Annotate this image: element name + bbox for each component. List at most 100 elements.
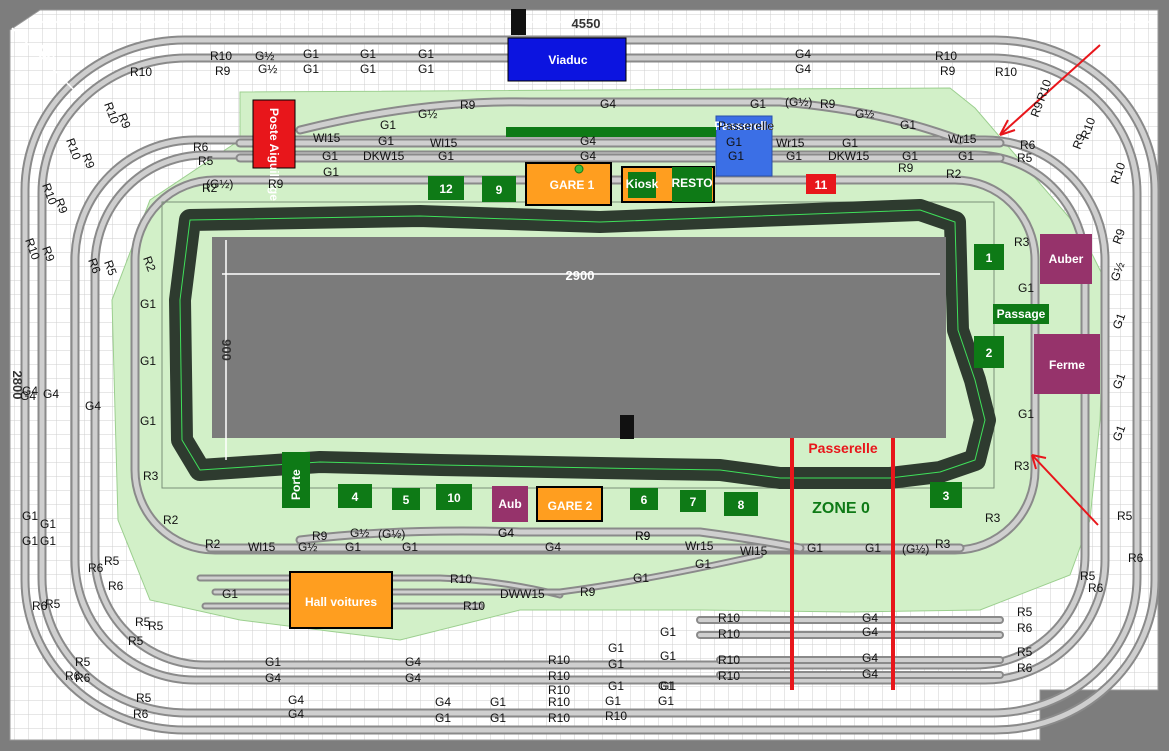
track-label-bottom4-4: G1 (660, 649, 676, 663)
gare-2-building (536, 486, 603, 522)
track-label-bottom5-9: R10 (548, 711, 570, 725)
track-label-right-5: R9 (1110, 227, 1129, 247)
track-label-left_g-6: G4 (20, 389, 36, 403)
track-label-right-6: G½ (1108, 260, 1128, 283)
track-label-bottom-7: Wr15 (685, 539, 714, 553)
spot-5-label: 5 (403, 493, 410, 507)
track-label-bottom5-12: R10 (605, 709, 627, 723)
viaduc-building (507, 37, 627, 82)
track-label-bottom-9: G1 (807, 541, 823, 555)
track-label-bottom5-10: G1 (658, 679, 674, 693)
track-label-right-16: R6 (1128, 551, 1144, 565)
track-label-mid-3: Wl15 (430, 136, 458, 150)
track-label-mid2-5: G1 (728, 149, 744, 163)
track-label-left-17: R2 (163, 513, 179, 527)
poste-aiguillage-building (252, 99, 296, 169)
track-label-left_g-2: R5 (104, 554, 120, 568)
spot-2-label: 2 (986, 346, 993, 360)
track-label-bottom5-2: G4 (288, 707, 304, 721)
track-label-bottom4-6: G1 (608, 679, 624, 693)
track-label-bottom3-10: R10 (718, 627, 740, 641)
track-label-top_outer-4: G1 (418, 47, 434, 61)
track-label-bottom-13: R9 (312, 529, 328, 543)
track-label-left_g-1: G1 (40, 534, 56, 548)
track-label-bottom5-4: G1 (490, 695, 506, 709)
kiosk-label: Kiosk (626, 177, 659, 191)
track-label-mid2-9: G1 (958, 149, 974, 163)
track-label-mid-1: Wl15 (313, 131, 341, 145)
track-label-top_outer2-2: G½ (258, 62, 277, 76)
spot-4-label: 4 (352, 490, 359, 504)
resto-label: RESTO (671, 176, 712, 190)
track-label-bottom4-5: R10 (548, 669, 570, 683)
track-label-left-11: G1 (140, 297, 156, 311)
track-label-top_outer2-6: G4 (795, 62, 811, 76)
track-label-top_outer2-3: G1 (303, 62, 319, 76)
track-label-bottom4-3: G1 (608, 657, 624, 671)
track-label-bottom-12: R3 (935, 537, 951, 551)
track-label-top_outer-6: R10 (935, 49, 957, 63)
track-label-top_inner-6: R9 (820, 97, 836, 111)
track-label-bottom2-0: G1 (222, 587, 238, 601)
connector-top (511, 9, 526, 35)
track-label-right-3: R9 (1070, 132, 1089, 152)
passerelle-top-label: Passerelle (714, 119, 774, 133)
track-label-bottom5-8: R10 (548, 695, 570, 709)
track-label-mid3-5: R2 (946, 167, 962, 181)
track-label-mid3-4: R9 (898, 161, 914, 175)
track-label-bottom4-9: G4 (862, 667, 878, 681)
hall-voitures-label: Hall voitures (305, 595, 377, 609)
track-label-bottom4-14: G4 (288, 693, 304, 707)
track-label-top_inner-8: G1 (900, 118, 916, 132)
track-label-top_outer2-0: R10 (130, 65, 152, 79)
track-label-bottom2-6: R10 (463, 599, 485, 613)
track-label-bottom5-1: R6 (133, 707, 149, 721)
track-label-mid2-4: G4 (580, 149, 596, 163)
passerelle-zone-label: Passerelle (808, 440, 877, 456)
track-label-left_g-13: R6 (108, 579, 124, 593)
track-label-mid2-0: R5 (198, 154, 214, 168)
track-label-top_outer2-1: R9 (215, 64, 231, 78)
track-label-top_inner-3: G4 (600, 97, 616, 111)
track-label-bottom4-11: R6 (1017, 661, 1033, 675)
track-label-bottom4-7: G1 (660, 679, 676, 693)
track-label-bottom-8: Wl15 (740, 544, 768, 558)
track-label-bottom5-11: G1 (658, 694, 674, 708)
track-label-right-1: R9 (1028, 100, 1047, 120)
track-label-bottom3-12: R10 (718, 653, 740, 667)
central-area (212, 237, 946, 438)
track-label-top_inner-4: G1 (750, 97, 766, 111)
track-label-left-7: R9 (39, 244, 58, 264)
track-label-mid-6: G1 (726, 135, 742, 149)
spot-7-label: 7 (690, 495, 697, 509)
zone-0: Passerelle ZONE 0 (790, 438, 895, 690)
track-label-top_outer-1: G½ (255, 49, 274, 63)
porte-building (282, 452, 310, 508)
spot-10 (436, 484, 472, 510)
track-label-left-18: R2 (205, 537, 221, 551)
track-label-mid-7: Wr15 (776, 136, 805, 150)
track-label-bottom3-6: R10 (718, 611, 740, 625)
spot-1 (974, 244, 1004, 270)
track-label-left-14: G4 (22, 384, 38, 398)
track-label-top_inner-2: G1 (380, 118, 396, 132)
track-label-mid3-1: (G½) (206, 177, 233, 191)
track-label-bottom3-13: G4 (862, 651, 878, 665)
auber-building (1040, 234, 1092, 284)
spot-11 (806, 174, 836, 194)
track-label-mid-5: Passerelle (718, 119, 774, 133)
signal-dot (574, 164, 584, 174)
track-label-mid2-7: DKW15 (828, 149, 870, 163)
track-label-bottom2-5: G1 (695, 557, 711, 571)
track-label-top_outer-0: R10 (210, 49, 232, 63)
tram-loop-edge (179, 209, 986, 479)
track-label-left-8: R6 (85, 256, 104, 276)
tracks (20, 35, 1160, 735)
viaduc-label: Viaduc (548, 53, 587, 67)
track-label-mid2-10: R5 (1017, 151, 1033, 165)
track-label-bottom-17: R9 (635, 529, 651, 543)
gare-1-building (525, 162, 612, 206)
track-label-bottom2-1: R10 (450, 572, 472, 586)
track-label-bottom-3: G1 (402, 540, 418, 554)
